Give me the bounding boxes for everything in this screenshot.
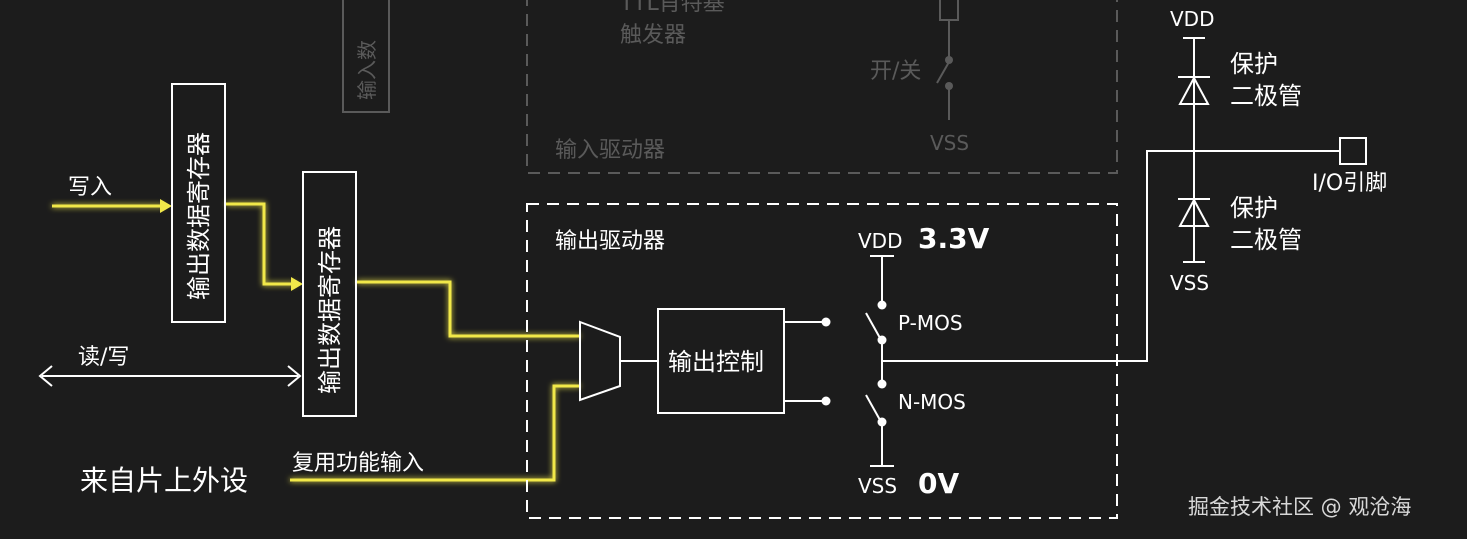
top-diode-label-line1: 保护 — [1230, 50, 1278, 78]
input-driver-section — [342, 0, 1118, 174]
pmos-blade — [865, 312, 881, 339]
nmos-gate-dot — [821, 396, 831, 406]
reg1-to-reg2-path — [226, 202, 296, 286]
output-control-label: 输出控制 — [668, 348, 764, 376]
input-vss-label: VSS — [930, 131, 969, 155]
io-pin — [1339, 137, 1367, 165]
top-protection-diode — [1178, 75, 1210, 105]
readwrite-arrow-left-head — [38, 365, 53, 387]
protection-vss-label: VSS — [1170, 271, 1209, 295]
input-switch-dot-bottom — [945, 82, 953, 90]
output-data-register-1-label: 输出数据寄存器 — [185, 132, 213, 300]
pmos-label: P-MOS — [898, 311, 963, 335]
bottom-diode-label-line1: 保护 — [1230, 194, 1278, 222]
output-data-register-2 — [302, 171, 357, 417]
input-data-register-box — [342, 0, 390, 113]
output-to-io-wire — [882, 150, 1340, 362]
input-switch-label: 开/关 — [870, 59, 921, 84]
input-driver-dots — [945, 56, 953, 90]
reg2-arrowhead — [291, 277, 303, 291]
input-switch-blade — [936, 61, 950, 84]
readwrite-label: 读/写 — [78, 345, 129, 370]
input-data-register-label: 输入数 — [355, 40, 379, 100]
io-pin-label: I/O引脚 — [1312, 171, 1387, 196]
output-vss-label: VSS — [858, 474, 897, 498]
nmos-label: N-MOS — [898, 390, 966, 414]
schmitt-trigger-label-line2: 触发器 — [620, 23, 686, 48]
reg2-to-mux-path — [357, 280, 580, 338]
highlight-paths — [52, 202, 580, 482]
peripheral-label: 来自片上外设 — [80, 464, 248, 497]
output-data-register-2-label: 输出数据寄存器 — [316, 226, 344, 394]
readwrite-arrow-right-head — [287, 365, 302, 387]
output-vdd-voltage: 3.3V — [918, 222, 990, 255]
write-label: 写入 — [68, 175, 112, 200]
write-arrowhead — [160, 199, 172, 213]
pmos-top-dot — [877, 300, 887, 310]
input-driver-box — [526, 0, 1118, 174]
top-diode-label-line2: 二极管 — [1230, 82, 1302, 110]
output-control-box — [657, 308, 785, 414]
protection-vdd-label: VDD — [1170, 7, 1214, 31]
nmos-blade — [865, 394, 881, 421]
input-switch-resistor — [939, 0, 959, 21]
output-driver-title: 输出驱动器 — [555, 229, 665, 254]
output-vdd-label: VDD — [858, 229, 902, 253]
schmitt-trigger-label-line1: TTL肖特基 — [619, 0, 725, 16]
input-switch-dot-top — [945, 56, 953, 64]
bottom-diode-label-line2: 二极管 — [1230, 226, 1302, 254]
watermark: 掘金技术社区 @ 观沧海 — [1188, 495, 1411, 519]
output-vss-voltage: 0V — [918, 467, 959, 500]
bottom-protection-diode — [1178, 197, 1210, 227]
multiplexer — [579, 320, 621, 402]
input-driver-title: 输入驱动器 — [555, 138, 665, 163]
nmos-top-dot — [877, 379, 887, 389]
alt-func-label: 复用功能输入 — [292, 451, 424, 476]
pmos-gate-dot — [821, 317, 831, 327]
output-data-register-1 — [171, 83, 226, 323]
alt-func-path — [290, 384, 580, 482]
